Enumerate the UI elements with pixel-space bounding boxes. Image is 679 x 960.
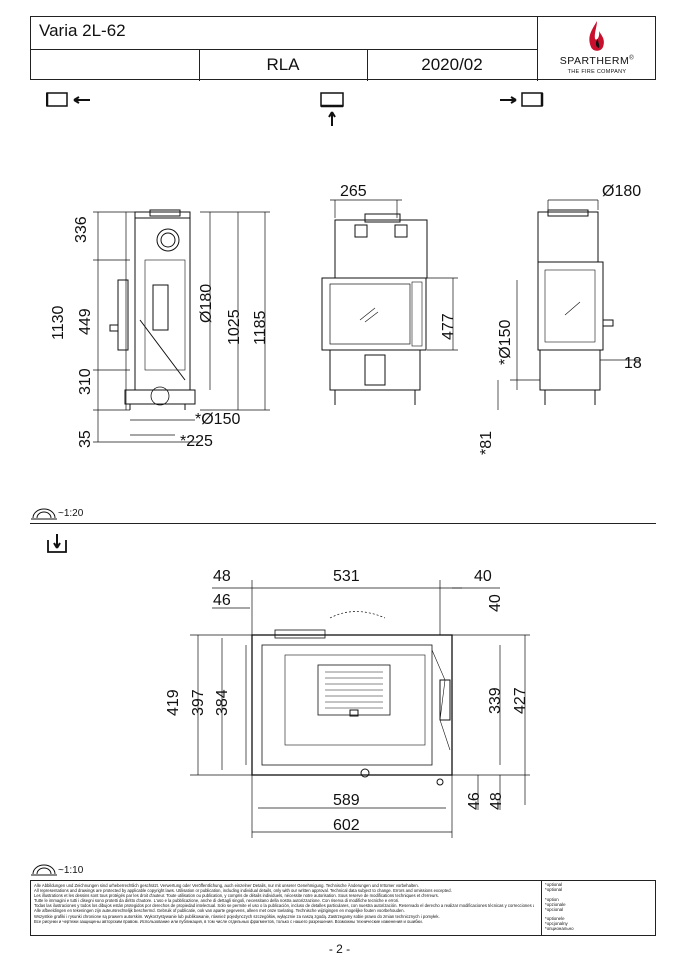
top-view [190, 580, 530, 838]
side-right-view [497, 199, 640, 410]
scale-icon [31, 508, 57, 520]
dim-label: 531 [333, 568, 360, 585]
brand-tagline: THE FIRE COMPANY [567, 69, 627, 75]
dim-label: 384 [214, 689, 231, 716]
dim-label: 48 [488, 792, 505, 810]
scale-lower: ~1:10 [58, 865, 84, 876]
view-top-icon [47, 534, 67, 553]
dim-label: 397 [190, 689, 207, 716]
flame-icon [589, 21, 604, 51]
dim-label: 40 [474, 568, 492, 585]
dim-label: 589 [333, 792, 360, 809]
side-left-view [109, 209, 196, 410]
dim-label: 40 [487, 594, 504, 612]
brand-name: SPARTHERM [559, 55, 630, 67]
revision-date: 2020/02 [421, 55, 483, 74]
dim-label: 46 [466, 792, 483, 810]
elevation-drawings [93, 199, 640, 443]
front-view [321, 199, 458, 405]
brand-logo: SPARTHERM® THE FIRE COMPANY [537, 17, 657, 81]
model-code: RLA [266, 55, 300, 74]
dim-label: 602 [333, 817, 360, 834]
title-block: Varia 2L-62 RLA 2020/02 SPARTHERM® THE F… [30, 16, 657, 81]
legal-footer: Alle Abbildungen und Zeichnungen sind ur… [30, 880, 656, 936]
dim-label: 48 [213, 568, 231, 585]
dim-label: 339 [487, 687, 504, 714]
optional-legend: *optional*optional *option*opzionale*opc… [541, 881, 649, 935]
model-name: Varia 2L-62 [39, 21, 126, 40]
view-front-icon [320, 92, 344, 126]
scale-icon [31, 864, 57, 876]
dim-label: 46 [213, 592, 231, 609]
page-number: - 2 - [328, 942, 351, 956]
legal-text: Alle Abbildungen und Zeichnungen sind ur… [34, 883, 534, 924]
registered-mark: ® [629, 55, 635, 62]
scale-upper: ~1:20 [58, 508, 84, 519]
view-right-icon [500, 92, 544, 107]
dim-label: 419 [165, 689, 182, 716]
view-left-icon [46, 92, 90, 107]
dim-label: 427 [512, 687, 529, 714]
